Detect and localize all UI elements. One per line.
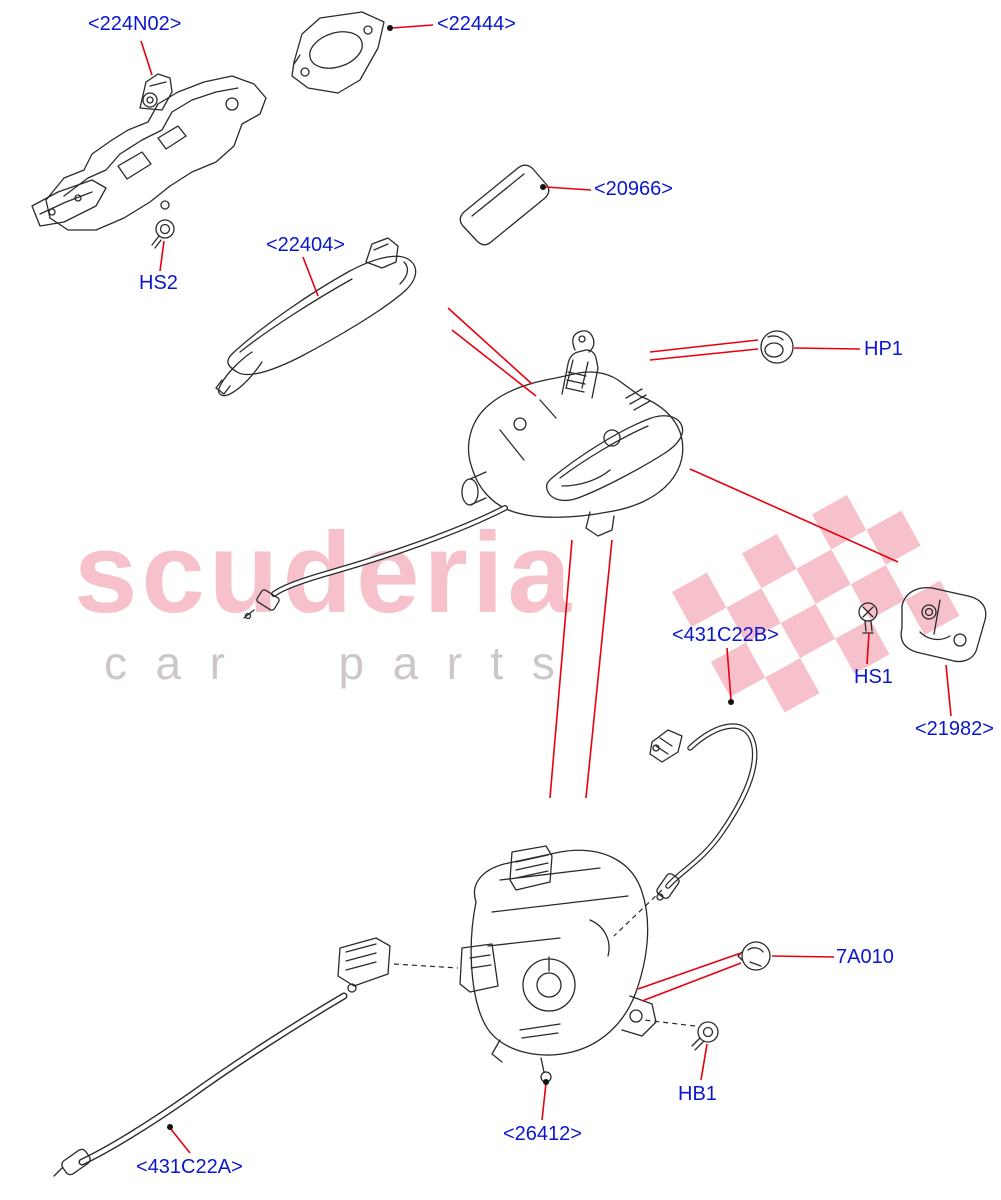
assembly-dashed-lines	[393, 889, 696, 1027]
part-label-26412[interactable]: <26412>	[503, 1123, 582, 1145]
part-label-22404[interactable]: <22404>	[266, 234, 345, 256]
part-label-HS2[interactable]: HS2	[139, 272, 178, 294]
watermark-checkered-flag-icon	[672, 495, 960, 713]
part-label-HS1[interactable]: HS1	[854, 666, 893, 688]
part-label-7A010[interactable]: 7A010	[836, 946, 894, 968]
part-drawing-handle-end-cap-20966	[459, 164, 550, 246]
part-drawing-cable-431C22B	[649, 723, 758, 901]
part-label-224N02[interactable]: <224N02>	[88, 13, 182, 35]
part-label-431C22B[interactable]: <431C22B>	[672, 624, 779, 646]
part-drawing-door-striker-21982	[900, 586, 987, 663]
leader-lines	[140, 24, 952, 1154]
watermark-subtitle-text: car parts	[104, 637, 584, 689]
part-label-22444[interactable]: <22444>	[437, 13, 516, 35]
part-label-HP1[interactable]: HP1	[864, 338, 903, 360]
part-drawing-screw-HS1	[858, 602, 878, 634]
part-drawing-bolt-HB1	[691, 1021, 719, 1051]
part-drawing-exterior-handle-22404	[215, 237, 417, 397]
part-drawing-gasket-22444	[291, 11, 385, 94]
part-drawing-grommet-7A010	[737, 941, 771, 971]
part-label-21982[interactable]: <21982>	[915, 718, 994, 740]
part-drawing-grommet-HP1	[760, 330, 794, 364]
part-drawing-lock-mechanism-assembly	[243, 330, 684, 620]
part-drawing-handle-bracket-224N02	[31, 73, 267, 231]
part-label-20966[interactable]: <20966>	[594, 178, 673, 200]
part-label-HB1[interactable]: HB1	[678, 1083, 717, 1105]
leader-end-dots	[167, 25, 734, 1130]
part-label-431C22A[interactable]: <431C22A>	[136, 1156, 243, 1178]
part-drawing-screw-HS2	[151, 219, 175, 249]
part-drawing-door-latch-26412	[459, 845, 657, 1083]
part-drawing-cable-431C22A	[53, 937, 391, 1177]
